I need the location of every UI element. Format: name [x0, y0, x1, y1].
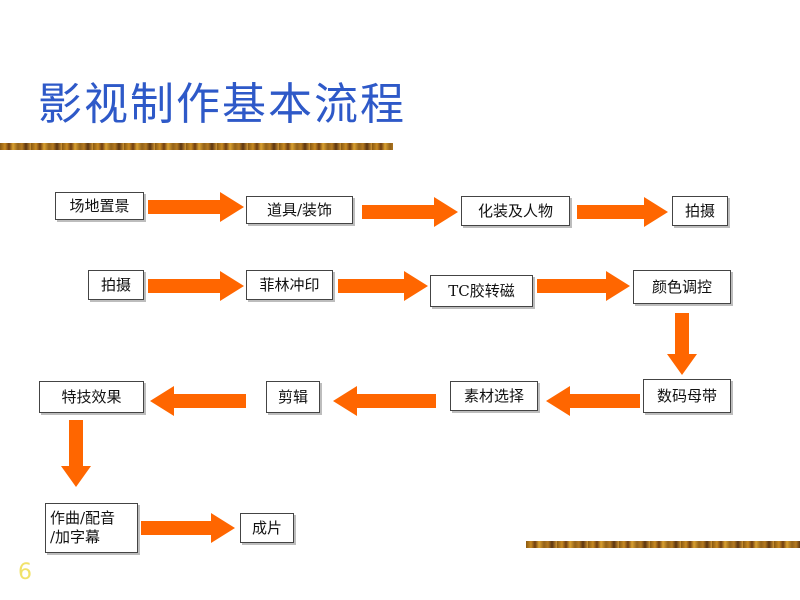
decorative-stripe-top	[0, 143, 393, 150]
page-title: 影视制作基本流程	[38, 79, 406, 130]
arrow-tc-to-color	[537, 271, 630, 301]
node-tc: TC胶转磁	[430, 275, 533, 307]
node-shoot-2: 拍摄	[88, 270, 144, 300]
decorative-stripe-bottom	[526, 541, 800, 548]
arrow-select-to-edit	[333, 386, 436, 416]
arrow-makeup-to-shoot	[577, 197, 668, 227]
node-props: 道具/装饰	[246, 196, 353, 224]
arrow-props-to-makeup	[362, 197, 458, 227]
arrow-shoot-to-film	[148, 271, 244, 301]
node-edit: 剪辑	[266, 381, 320, 413]
arrow-master-to-select	[546, 386, 640, 416]
node-final: 成片	[240, 513, 294, 543]
node-music: 作曲/配音 /加字幕	[45, 503, 138, 553]
arrow-scene-to-props	[148, 192, 244, 222]
node-color: 颜色调控	[633, 270, 731, 304]
node-effects: 特技效果	[39, 381, 144, 413]
node-master: 数码母带	[643, 379, 731, 413]
arrow-color-to-master	[667, 313, 697, 375]
node-film: 菲林冲印	[246, 270, 333, 300]
arrow-effects-to-music	[61, 420, 91, 487]
node-scene: 场地置景	[55, 192, 144, 220]
arrow-music-to-final	[141, 513, 235, 543]
node-makeup: 化装及人物	[461, 196, 570, 226]
node-select: 素材选择	[450, 381, 538, 411]
page-number: 6	[18, 560, 32, 585]
node-music-line-2: /加字幕	[50, 528, 101, 546]
arrow-film-to-tc	[338, 271, 428, 301]
arrow-edit-to-effects	[150, 386, 246, 416]
node-shoot-1: 拍摄	[672, 196, 728, 226]
node-music-line-1: 作曲/配音	[50, 509, 116, 528]
